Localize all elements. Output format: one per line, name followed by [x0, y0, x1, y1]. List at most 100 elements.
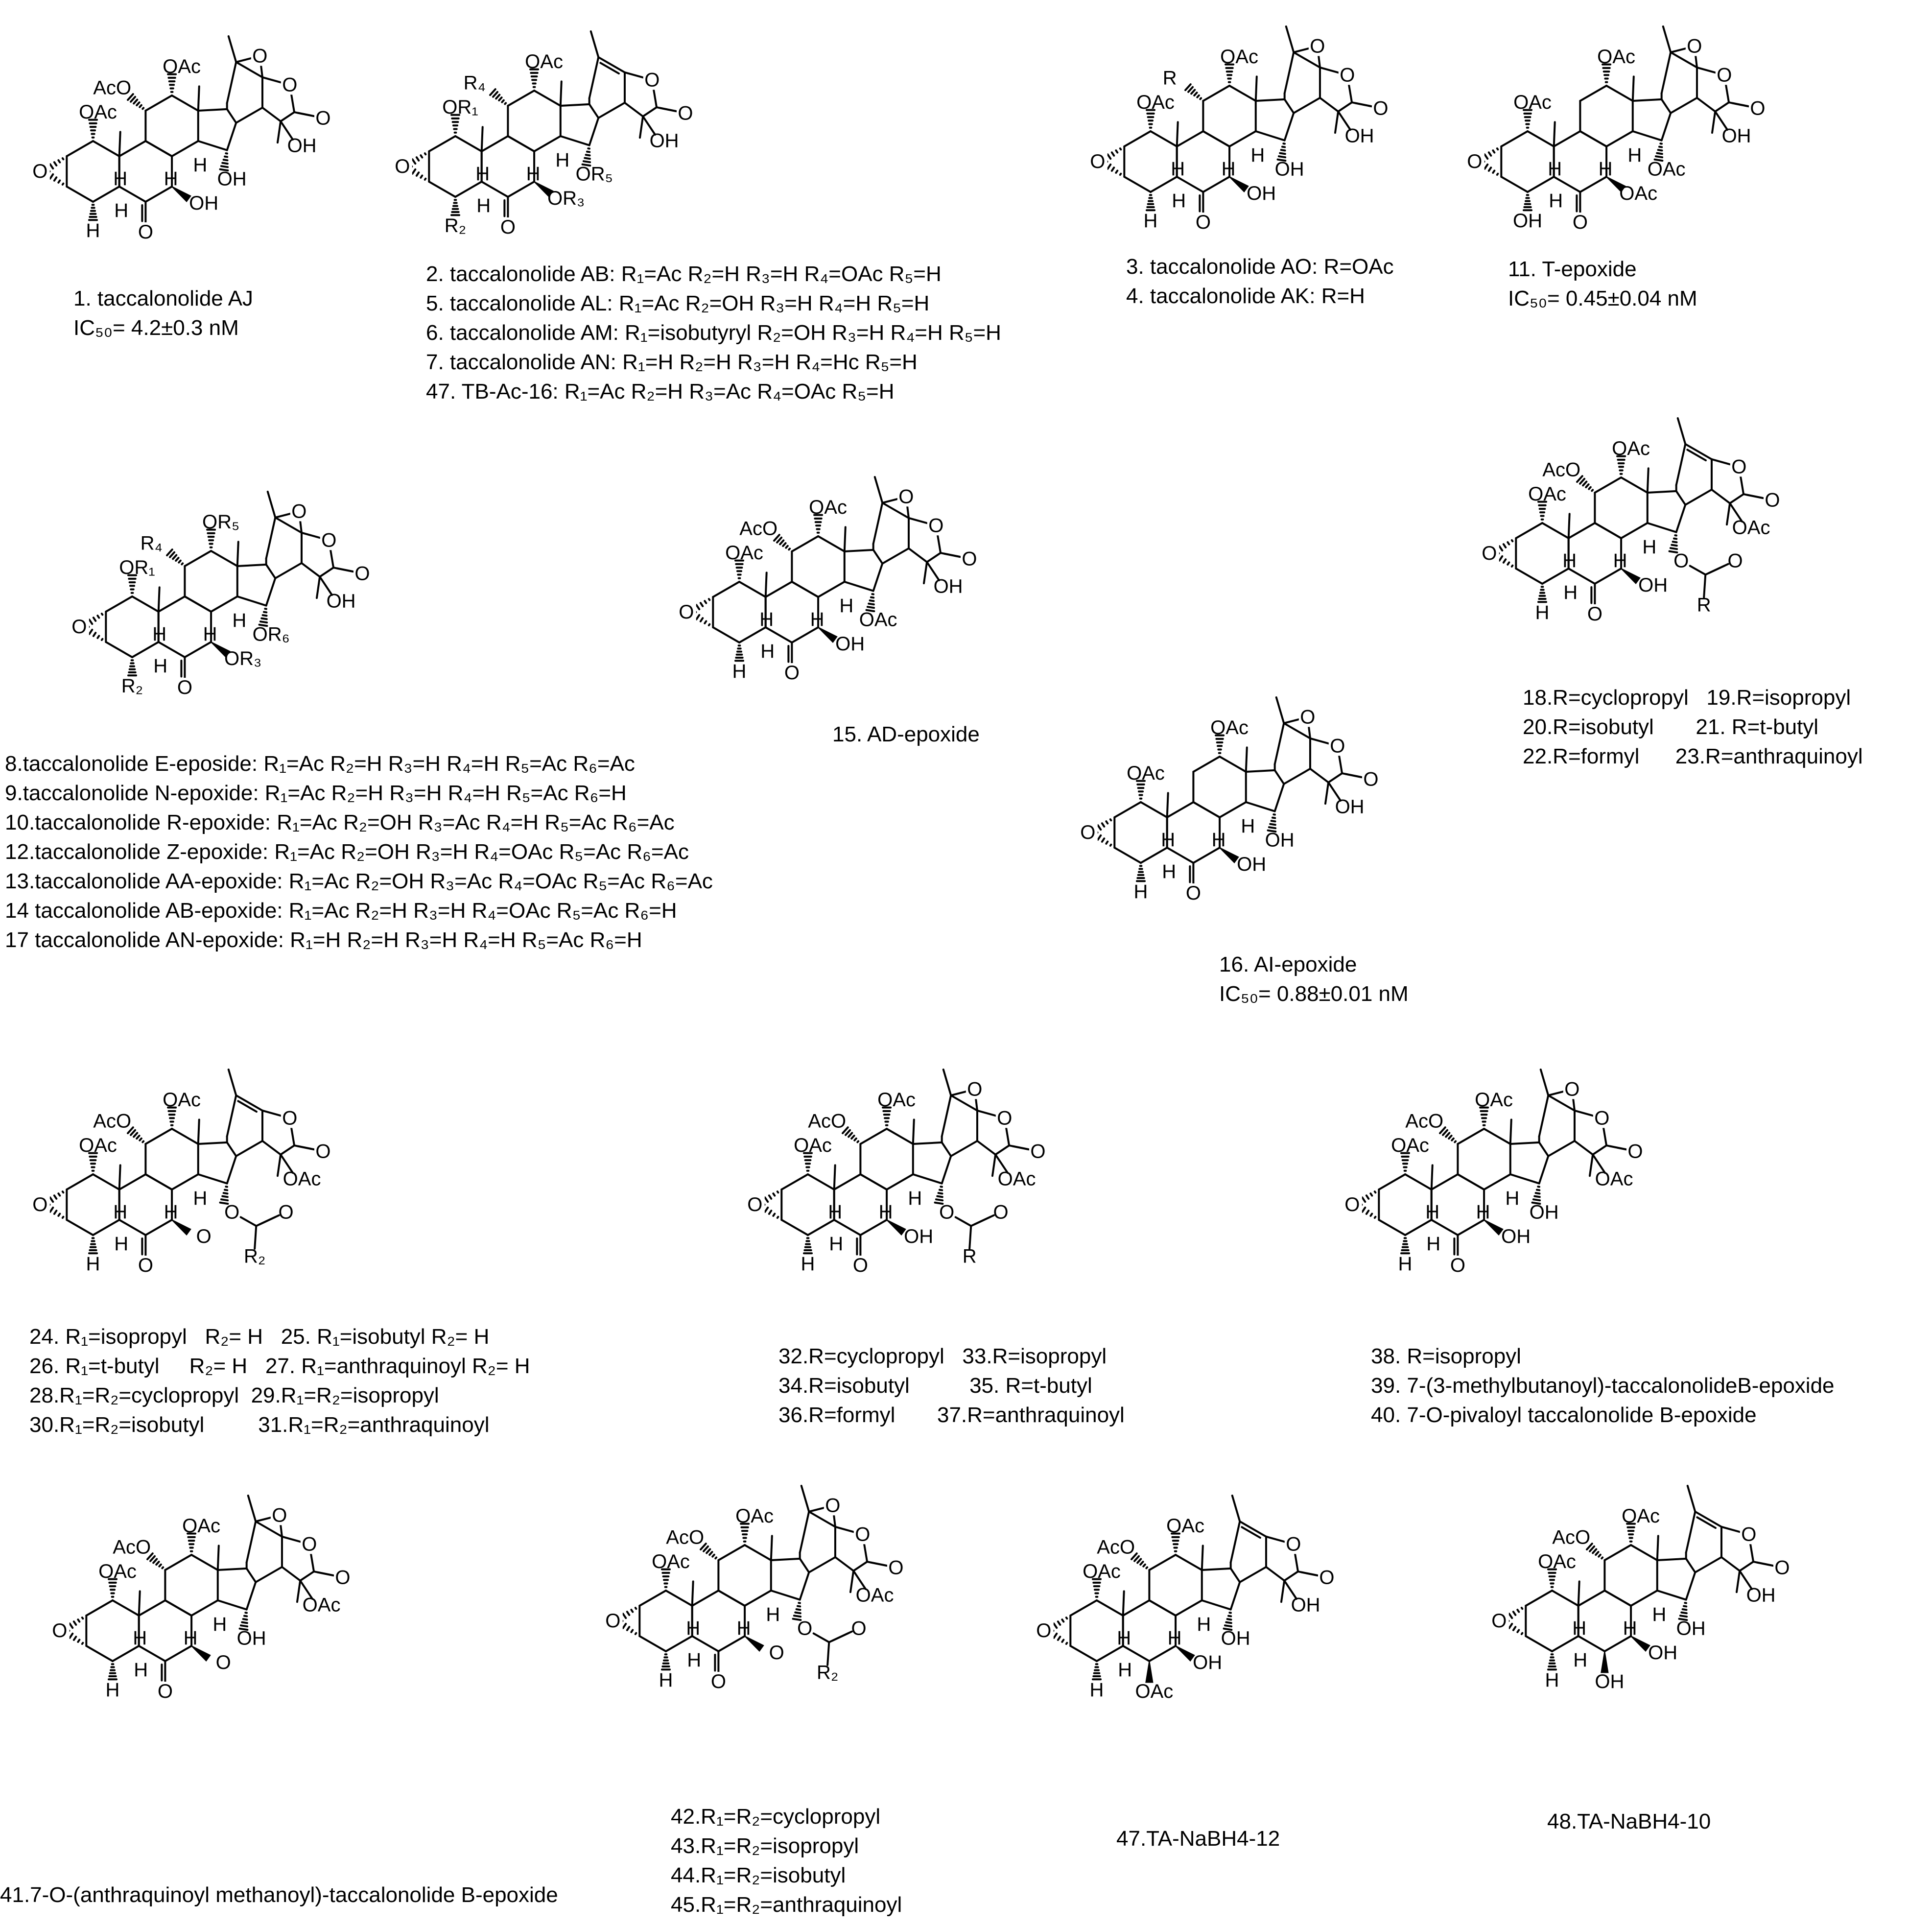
atom-label: H: [760, 641, 775, 662]
atom-label: O: [1573, 212, 1588, 233]
atom-label: OAc: [182, 1515, 220, 1537]
bond: [886, 1128, 914, 1145]
bond: [480, 126, 484, 152]
hashed-bond: [1679, 1615, 1688, 1618]
atom-label: OH: [217, 168, 247, 190]
bond: [239, 1216, 258, 1227]
atom-label: H: [152, 623, 166, 645]
bond: [817, 581, 846, 598]
bond: [138, 1590, 141, 1617]
caption-line: 13.taccalonolide AA-epoxide: R₁=Ac R₂=OH…: [5, 869, 713, 893]
bond: [922, 561, 928, 585]
bond: [1603, 1590, 1632, 1607]
bond: [950, 1140, 978, 1157]
bond: [872, 548, 884, 565]
bond: [1694, 1510, 1722, 1528]
bond: [1334, 110, 1340, 134]
caption-line: 38. R=isopropyl: [1371, 1344, 1521, 1368]
bond: [791, 535, 820, 552]
bond: [1069, 1599, 1098, 1617]
bond: [92, 1219, 120, 1236]
atom-label: AcO: [1552, 1527, 1590, 1548]
bond: [190, 1554, 219, 1571]
bond: [1148, 1599, 1177, 1617]
bond: [428, 181, 456, 198]
hashed-bond: [415, 156, 420, 162]
bond: [92, 140, 120, 157]
bond: [1254, 130, 1286, 142]
hashed-bond: [776, 536, 783, 544]
hashed-bond: [1516, 1609, 1520, 1613]
hashed-bond: [1487, 151, 1492, 157]
bond: [589, 30, 600, 58]
bond: [691, 1580, 694, 1607]
hashed-bond: [1507, 541, 1510, 546]
hashed-bond: [57, 179, 61, 184]
atom-label: OAc: [1622, 1505, 1660, 1527]
hashed-bond: [1065, 1642, 1068, 1645]
hashed-bond: [261, 614, 268, 617]
hashed-bond: [1508, 1622, 1513, 1629]
bond: [1675, 443, 1687, 486]
bond: [1202, 130, 1231, 147]
bond: [1404, 1219, 1433, 1236]
hashed-bond: [1576, 475, 1583, 483]
bond: [1631, 75, 1635, 102]
bond: [157, 641, 186, 658]
bond: [171, 1173, 199, 1190]
hashed-bond: [1361, 1206, 1367, 1213]
atom-label: O: [1344, 1194, 1360, 1215]
hashed-bond: [1669, 547, 1678, 550]
bond: [1660, 98, 1672, 114]
bond: [1685, 1557, 1696, 1573]
bond: [92, 1173, 120, 1190]
hashed-bond: [1057, 1636, 1061, 1641]
atom-label: H: [1425, 1201, 1439, 1223]
caption-line: 42.R₁=R₂=cyclopropyl: [671, 1805, 881, 1829]
bond: [255, 1520, 283, 1538]
caption-line: 5. taccalonolide AL: R₁=Ac R₂=OH R₃=H R₄…: [426, 291, 930, 315]
hashed-bond: [136, 1135, 141, 1140]
atom-label: O: [315, 108, 330, 129]
bond: [770, 1590, 801, 1601]
bond: [216, 1599, 248, 1611]
hashed-bond: [792, 1618, 802, 1621]
bond: [942, 1069, 952, 1096]
atom-label: O: [354, 563, 370, 585]
hashed-bond: [626, 1626, 631, 1631]
atom-label: O: [997, 1107, 1012, 1129]
hashed-bond: [1598, 1553, 1602, 1558]
bond: [118, 1173, 147, 1190]
atom-label: OH: [1638, 574, 1668, 596]
caption-line: 10.taccalonolide R-epoxide: R₁=Ac R₂=OH …: [5, 810, 675, 834]
atom-label: O: [1727, 550, 1743, 572]
atom-label: H: [1535, 602, 1550, 623]
caption-line: 26. R₁=t-butyl R₂= H 27. R₁=anthraquinoy…: [29, 1354, 530, 1378]
bond: [1670, 96, 1698, 114]
hashed-bond: [220, 165, 229, 168]
hashed-bond: [1512, 1611, 1517, 1616]
hashed-bond: [241, 1621, 248, 1624]
bond: [926, 561, 940, 581]
bond: [235, 106, 263, 124]
hashed-bond: [133, 98, 139, 105]
bond: [1630, 1544, 1658, 1561]
bond: [1096, 1645, 1124, 1662]
bond: [1176, 130, 1204, 147]
bond: [1746, 494, 1764, 500]
hashed-bond: [130, 1129, 137, 1136]
bond: [852, 1570, 867, 1590]
bond: [105, 595, 133, 613]
bond: [1605, 130, 1634, 147]
bond: [1567, 568, 1596, 585]
hashed-bond: [1487, 167, 1492, 172]
atom-label: H: [86, 1253, 100, 1275]
hashed-bond: [1184, 83, 1192, 92]
caption-line: 44.R₁=R₂=isobutyl: [671, 1863, 846, 1887]
atom-label: OAc: [859, 609, 897, 631]
bond: [642, 106, 658, 118]
